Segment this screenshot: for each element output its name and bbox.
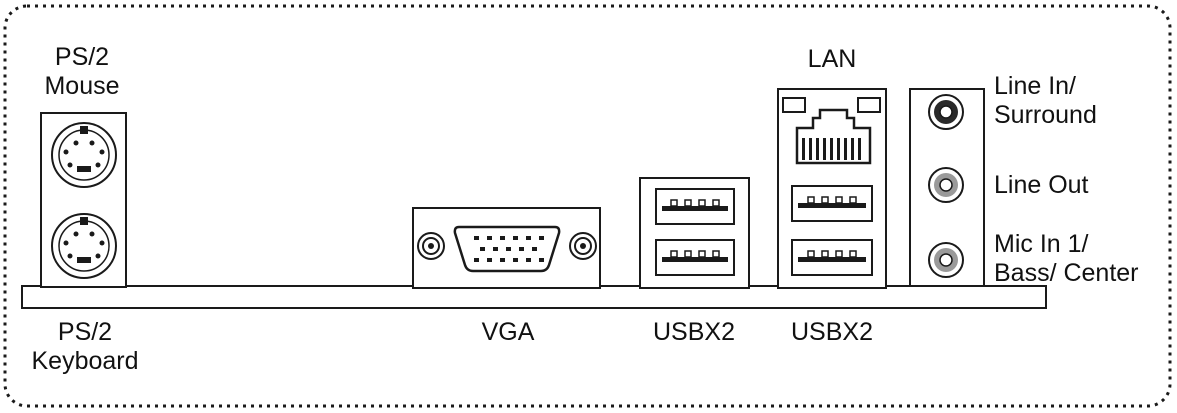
ps2-mouse-label-line2: Mouse — [44, 72, 120, 100]
usb-port-block-left — [639, 177, 750, 289]
lan-port — [782, 97, 881, 165]
usb-port-right-top — [791, 185, 873, 222]
vga-screw-left — [417, 232, 445, 260]
usb-right-label: USBX2 — [791, 318, 873, 346]
audio-jack-block — [909, 88, 985, 287]
lan-usb-port-block — [777, 88, 887, 289]
ps2-port-block — [40, 112, 127, 288]
usb-port-left-bottom — [655, 239, 735, 276]
board-strip — [21, 285, 1047, 309]
line-in-label-line2: Surround — [994, 101, 1097, 129]
ps2-keyboard-label-line2: Keyboard — [31, 347, 139, 375]
line-in-label: Line In/ Surround — [994, 72, 1164, 130]
usb-left-label: USBX2 — [653, 318, 735, 346]
line-in-jack — [928, 94, 964, 130]
mic-in-label: Mic In 1/ Bass/ Center — [994, 230, 1169, 288]
vga-screw-right — [569, 232, 597, 260]
mic-in-jack — [928, 242, 964, 278]
mic-in-label-line2: Bass/ Center — [994, 259, 1139, 287]
usb-port-right-bottom — [791, 239, 873, 276]
line-in-label-line1: Line In/ — [994, 72, 1077, 100]
ps2-mouse-port — [51, 122, 117, 188]
vga-label: VGA — [481, 318, 535, 346]
ps2-keyboard-port — [51, 213, 117, 279]
line-out-label: Line Out — [994, 171, 1089, 199]
ps2-keyboard-label-line1: PS/2 — [57, 318, 113, 346]
line-out-jack — [928, 167, 964, 203]
vga-port — [412, 207, 601, 289]
lan-label: LAN — [807, 45, 857, 73]
ps2-mouse-label-line1: PS/2 — [54, 43, 110, 71]
usb-port-left-top — [655, 188, 735, 225]
ps2-mouse-label: PS/2 Mouse — [32, 43, 132, 101]
mic-in-label-line1: Mic In 1/ — [994, 230, 1089, 258]
dotted-frame — [3, 4, 1172, 408]
ps2-keyboard-label: PS/2 Keyboard — [20, 318, 150, 376]
